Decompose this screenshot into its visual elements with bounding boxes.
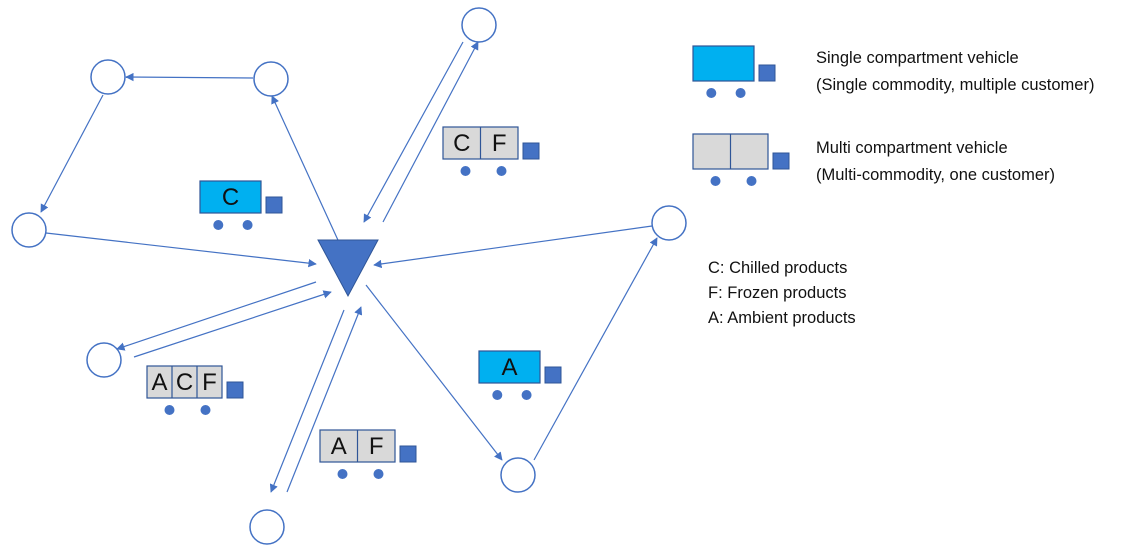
legend: Single compartment vehicle (Single commo… (692, 45, 1094, 327)
legend-single-vehicle-icon (692, 45, 776, 98)
vehicle-wheel (492, 390, 503, 400)
compartment-label: F (492, 130, 507, 157)
vehicle-wheel (496, 166, 507, 176)
edge-n3-to-depot (45, 232, 317, 268)
legend-code-ambient: A: Ambient products (708, 309, 856, 327)
vehicle-wheel (746, 176, 757, 186)
vehicle-A: A (478, 350, 562, 400)
vehicle-cab (226, 381, 244, 399)
edge-n2-to-n1 (125, 72, 254, 82)
customer-node (90, 59, 126, 95)
route-edges (40, 41, 658, 493)
customer-node (651, 205, 687, 241)
vehicle-wheel (460, 166, 471, 176)
edge-n5-to-depot (133, 290, 332, 358)
compartment-label: C (222, 184, 239, 211)
legend-single-line2: (Single commodity, multiple customer) (816, 76, 1094, 94)
vehicle-wheel (213, 220, 224, 230)
depot-triangle (317, 239, 379, 298)
vehicle-cab (522, 142, 540, 160)
vehicle-wheel (200, 405, 211, 415)
legend-code-frozen: F: Frozen products (708, 284, 846, 302)
compartment-label: A (331, 433, 347, 460)
legend-multi-line1: Multi compartment vehicle (816, 139, 1008, 157)
compartment-label: C (176, 369, 193, 396)
edge-n4-to-depot (363, 41, 464, 223)
edge-n8-to-n6 (533, 237, 658, 461)
vehicle-legend-single (692, 45, 776, 98)
vehicle-wheel (706, 88, 717, 98)
vehicle-cab (772, 152, 790, 170)
vehicle-cab (544, 366, 562, 384)
compartment-label: C (453, 130, 470, 157)
compartment-label: F (369, 433, 384, 460)
vehicle-wheel (373, 469, 384, 479)
legend-single-line1: Single compartment vehicle (816, 49, 1019, 67)
vehicle-legend-multi (692, 133, 790, 186)
vehicle-wheel (242, 220, 253, 230)
edge-n6-to-depot (373, 225, 653, 269)
customer-nodes (11, 7, 687, 545)
compartment-label: A (501, 354, 517, 381)
legend-code-chilled: C: Chilled products (708, 259, 847, 277)
vehicle-cab (399, 445, 417, 463)
edge-depot-to-n8 (365, 284, 503, 461)
customer-node (11, 212, 47, 248)
vehicle-body (199, 180, 262, 214)
customer-node (461, 7, 497, 43)
customer-node (500, 457, 536, 493)
compartment-label: A (151, 369, 167, 396)
legend-multi-vehicle-icon (692, 133, 790, 186)
edge-n7-to-depot (286, 306, 363, 493)
vehicle-body (146, 365, 223, 399)
customer-node (86, 342, 122, 378)
edge-depot-to-n7 (269, 309, 345, 493)
edge-depot-to-n5 (116, 281, 317, 351)
vehicle-wheel (521, 390, 532, 400)
vehicle-wheel (735, 88, 746, 98)
edge-depot-to-n4 (382, 41, 479, 223)
vehicle-wheel (164, 405, 175, 415)
vehicle-cab (758, 64, 776, 82)
customer-node (249, 509, 285, 545)
vehicle-body (478, 350, 541, 384)
vehicle-cab (265, 196, 283, 214)
compartment-label: F (202, 369, 217, 396)
customer-node (253, 61, 289, 97)
vehicle-wheel (337, 469, 348, 479)
edge-n1-to-n3 (40, 94, 104, 213)
legend-multi-line2: (Multi-commodity, one customer) (816, 166, 1055, 184)
vehicle-body (692, 45, 755, 82)
edge-depot-to-n2 (271, 95, 349, 263)
vehicle-C: C (199, 180, 283, 230)
vehicle-wheel (710, 176, 721, 186)
